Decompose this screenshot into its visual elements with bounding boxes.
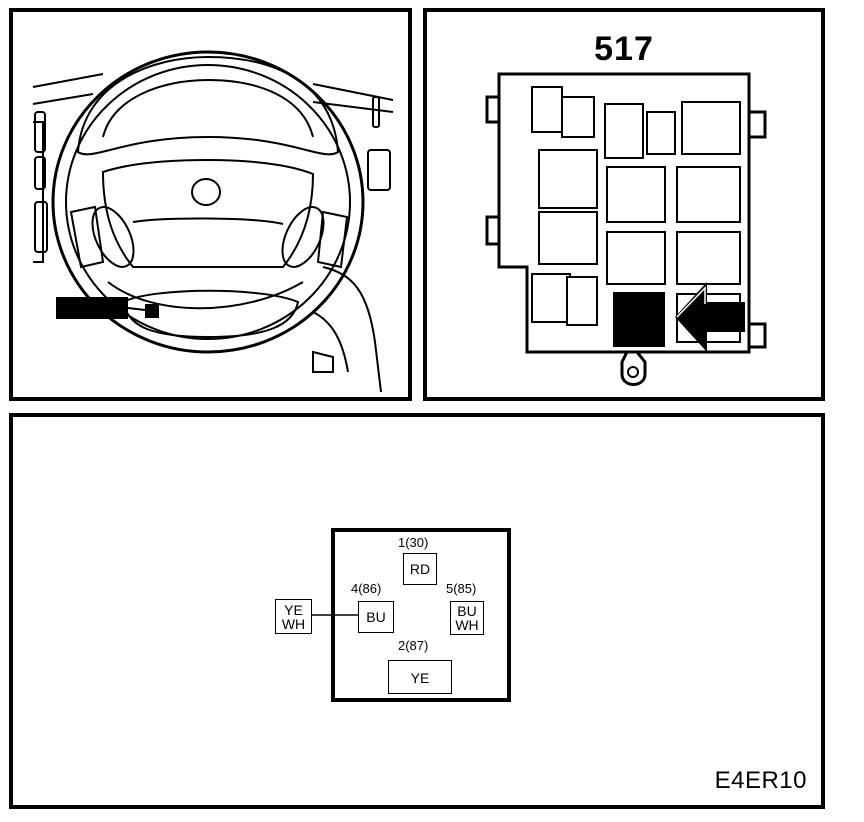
pin-4-color: BU (366, 609, 386, 625)
steering-wheel-panel (9, 8, 412, 401)
pin-1-label: 1(30) (398, 535, 429, 550)
external-wire-box: YE WH (275, 599, 312, 634)
arrow-left-icon (675, 282, 745, 352)
connector-pinout-panel: 1(30) RD 4(86) BU 5(85) BU WH 2(87) YE Y… (9, 413, 825, 809)
steering-wheel-icon (32, 50, 394, 393)
pin-5-wire: BU WH (450, 601, 484, 635)
figure-code: E4ER10 (714, 767, 807, 794)
pin-2-wire: YE (388, 660, 452, 694)
pin-2-label: 2(87) (398, 638, 429, 653)
pin-4-wire: BU (358, 601, 394, 633)
fuse-box-number: 517 (594, 30, 654, 68)
fuse-box-icon (485, 72, 767, 386)
highlighted-component (56, 297, 128, 319)
external-wire-color-2: WH (281, 616, 306, 632)
pin-2-color: YE (410, 670, 430, 686)
connector-outline (312, 528, 511, 702)
pin-5-color-1: BU (457, 603, 477, 619)
pin-5-label: 5(85) (446, 581, 477, 596)
pin-4-label: 4(86) (351, 581, 382, 596)
highlighted-relay (613, 292, 665, 347)
pin-1-color: RD (409, 561, 431, 577)
external-wire-color-1: YE (284, 602, 303, 618)
pin-1-wire: RD (403, 553, 437, 585)
pin-5-color-2: WH (455, 617, 479, 633)
fuse-box-panel: 517 (423, 8, 825, 401)
